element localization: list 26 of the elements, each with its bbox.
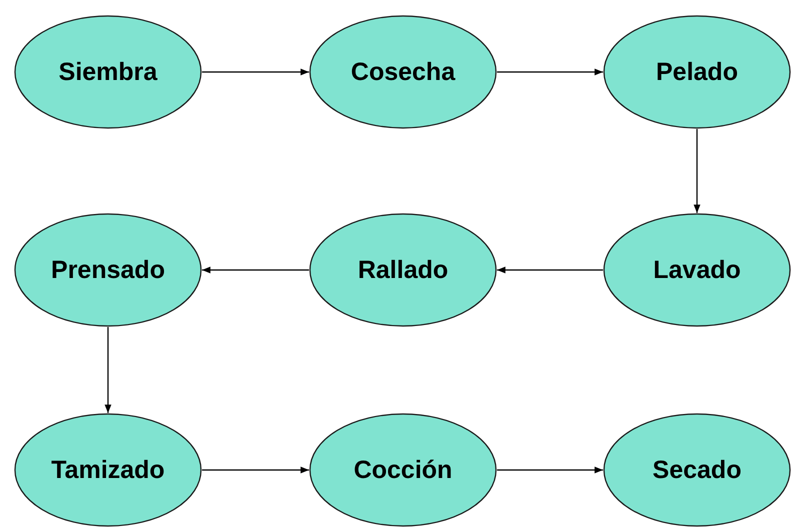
step-label: Cosecha (350, 58, 456, 86)
step-label: Prensado (51, 256, 165, 284)
process-ellipse (603, 15, 791, 129)
step-label: Rallado (358, 256, 448, 284)
step-label: Pelado (656, 58, 738, 86)
step-label: Tamizado (51, 456, 165, 484)
process-ellipse (309, 213, 497, 327)
arrow (202, 266, 309, 274)
process-ellipse (603, 213, 791, 327)
arrow (202, 68, 309, 76)
process-ellipse (14, 213, 202, 327)
arrow (202, 466, 309, 474)
arrow (497, 466, 603, 474)
arrow (497, 68, 603, 76)
process-ellipse (14, 15, 202, 129)
process-ellipse (309, 413, 497, 527)
process-ellipse (14, 413, 202, 527)
step-label: Lavado (653, 256, 741, 284)
step-label: Siembra (58, 58, 158, 86)
arrow (104, 327, 112, 413)
arrow (497, 266, 603, 274)
step-label: Secado (652, 456, 742, 484)
step-label: Cocción (354, 456, 452, 484)
process-ellipse (309, 15, 497, 129)
arrow (694, 129, 700, 213)
process-ellipse (603, 413, 791, 527)
